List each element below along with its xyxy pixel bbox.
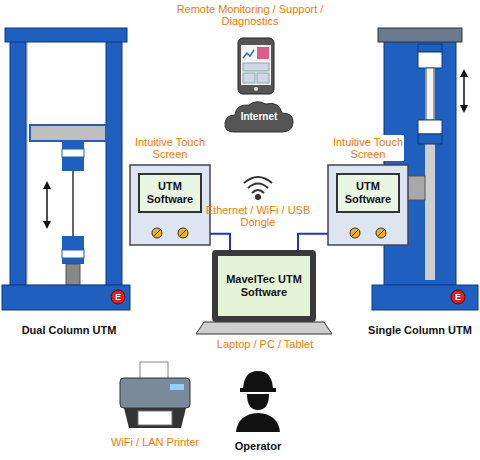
single-column-utm-part <box>378 28 462 42</box>
single-column-utm-part <box>418 44 442 52</box>
dual-column-utm-part <box>2 285 130 310</box>
single-column-utm-part <box>418 52 442 68</box>
printer-icon-part <box>170 384 184 390</box>
dual-column-utm-part <box>66 264 80 285</box>
cloud-shape <box>225 102 293 132</box>
button-letter: E <box>111 291 125 303</box>
node-text: MavelTec UTM Software <box>226 273 302 299</box>
node-text: Intuitive Touch Screen <box>332 135 404 161</box>
node-text: UTM Software <box>140 180 200 206</box>
phone-icon <box>238 38 274 94</box>
touch-panel-body-part <box>152 228 162 238</box>
single-column-utm-part <box>463 74 465 108</box>
wifi-icon-part <box>256 195 260 199</box>
touch-panel-body-part <box>178 228 188 238</box>
machine-name: Single Column UTM <box>362 324 478 336</box>
dual-column-utm-part <box>111 290 125 304</box>
machine-name: Dual Column UTM <box>4 324 134 336</box>
operator-icon-part <box>236 413 280 432</box>
operator-icon-part <box>247 394 269 410</box>
operator-icon <box>236 371 280 432</box>
touch-panel-body-part <box>350 228 360 238</box>
dual-column-utm-part <box>30 125 106 141</box>
phone-icon-part <box>257 47 269 59</box>
single-column-utm-part <box>418 120 442 134</box>
dual-column-utm-part <box>62 141 84 149</box>
operator-name: Operator <box>208 440 308 452</box>
dual-column-utm-part <box>106 40 122 285</box>
touch-panel-body <box>130 165 408 245</box>
wifi-icon <box>244 177 272 199</box>
dual-column-utm-part <box>27 40 107 285</box>
dual-column-utm <box>2 28 130 310</box>
dual-column-utm-part <box>62 250 84 258</box>
laptop-base <box>196 322 332 334</box>
dual-column-utm-part <box>43 181 51 189</box>
single-column-utm-part <box>460 69 468 77</box>
printer-icon-part <box>140 362 168 380</box>
node-text: UTM Software <box>338 180 398 206</box>
wifi-icon-part <box>248 184 268 189</box>
phone-icon-part <box>243 50 254 58</box>
touch-screen-panel: Intuitive Touch ScreenUTM Software <box>130 165 210 245</box>
dual-column-utm-part <box>43 221 51 229</box>
dual-column-utm-part <box>10 40 26 285</box>
touch-panel-body-part <box>154 230 160 236</box>
dual-column-utm-part <box>62 149 84 157</box>
node-text: Internet <box>241 111 278 123</box>
single-column-utm-part <box>460 105 468 113</box>
phone-icon-part <box>254 87 258 91</box>
operator-icon-part <box>240 388 276 392</box>
remote-note: Remote Monitoring / Support / Diagnostic… <box>170 3 330 27</box>
wifi-icon-part <box>252 190 264 193</box>
dual-column-utm-part <box>72 171 74 236</box>
printer-icon-part <box>138 411 172 425</box>
printer-icon-part <box>120 378 190 408</box>
single-column-utm-part <box>425 45 435 280</box>
internet-cloud: Internet <box>228 104 290 130</box>
node-text: Intuitive Touch Screen <box>134 135 206 161</box>
button-letter: E <box>451 291 465 303</box>
phone-icon-part <box>257 73 269 83</box>
phone-icon-part <box>243 63 269 71</box>
touch-panel-body-part <box>378 230 384 236</box>
phone-icon-part <box>241 45 271 85</box>
touch-screen-panel: Intuitive Touch ScreenUTM Software <box>328 165 408 245</box>
link-note: Ethernet / WiFi / USB Dongle <box>196 204 320 228</box>
panel-screen: UTM Software <box>336 173 400 213</box>
laptop-base-part <box>196 322 332 334</box>
dual-column-utm-part <box>46 186 48 224</box>
printer-note: WiFi / LAN Printer <box>95 436 215 448</box>
laptop-screen: MavelTec UTM Software <box>212 250 316 322</box>
touch-panel-body-part <box>130 165 210 245</box>
single-column-utm-part <box>384 40 456 285</box>
cable-line <box>210 234 230 250</box>
dual-column-utm-part <box>62 236 84 250</box>
printer-icon-part <box>124 408 186 428</box>
phone-icon-part <box>243 73 255 83</box>
touch-panel-body-part <box>328 165 408 245</box>
cable-line <box>298 234 328 250</box>
touch-panel-body-part <box>180 230 186 236</box>
single-column-utm-part <box>451 290 465 304</box>
touch-panel-body-part <box>352 230 358 236</box>
wifi-icon-part <box>244 177 272 183</box>
printer-icon <box>120 362 190 428</box>
device-note: Laptop / PC / Tablet <box>200 338 330 350</box>
single-column-utm-part <box>372 285 478 310</box>
panel-screen: UTM Software <box>138 173 202 213</box>
dual-column-utm-part <box>5 28 127 42</box>
dual-column-utm-part <box>62 157 84 171</box>
dual-column-utm-part <box>62 258 84 264</box>
single-column-utm-part <box>418 134 442 144</box>
touch-panel-body-part <box>376 228 386 238</box>
phone-icon-part <box>238 38 274 94</box>
single-column-utm-part <box>426 68 434 120</box>
